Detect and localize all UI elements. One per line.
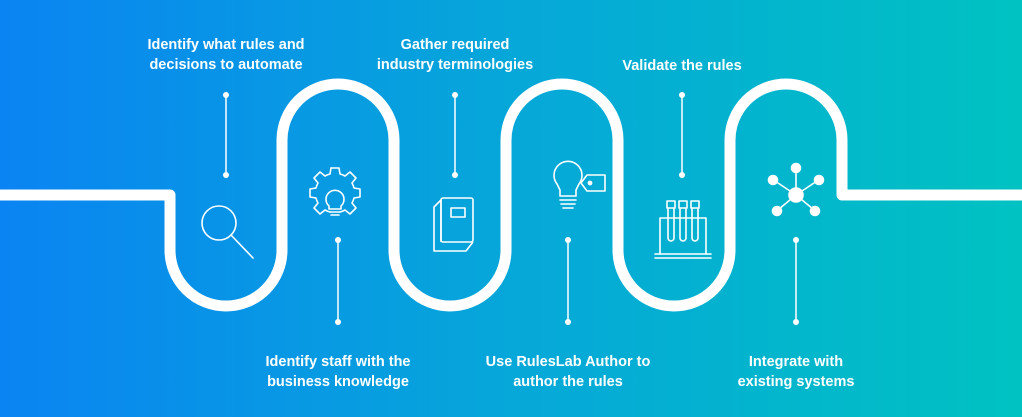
step-5-label: Validate the rules xyxy=(562,56,802,76)
step-4-line-2: author the rules xyxy=(513,374,623,390)
step-1-line-2: decisions to automate xyxy=(149,57,303,73)
connector-step-6 xyxy=(793,237,799,325)
connector-step-3 xyxy=(452,92,458,178)
step-5-line-1: Validate the rules xyxy=(622,58,742,74)
lightbulb-tag-icon xyxy=(553,160,606,209)
winding-path xyxy=(0,78,1022,312)
network-hub-icon xyxy=(767,162,825,217)
step-3-line-2: industry terminologies xyxy=(376,57,534,73)
step-6-label: Integrate with existing systems xyxy=(676,352,916,392)
step-4-label: Use RulesLab Author to author the rules xyxy=(448,352,688,392)
connector-step-1 xyxy=(223,92,229,178)
step-4-suffix: Author to xyxy=(581,354,651,370)
step-6-line-1: Integrate with xyxy=(748,354,844,370)
book-icon xyxy=(433,197,474,252)
step-2-label: Identify staff with the business knowled… xyxy=(218,352,458,392)
step-3-label: Gather required industry terminologies xyxy=(335,35,575,75)
step-2-line-2: business knowledge xyxy=(267,374,409,390)
rules-lab-brand: RulesLab xyxy=(516,354,582,370)
step-6-line-2: existing systems xyxy=(737,374,855,390)
step-4-line-1: Use RulesLab Author to xyxy=(448,352,688,372)
step-4-prefix: Use xyxy=(485,354,517,370)
connector-step-2 xyxy=(335,237,341,325)
test-tubes-icon xyxy=(654,200,712,259)
step-1-label: Identify what rules and decisions to aut… xyxy=(106,35,346,75)
step-3-line-1: Gather required xyxy=(400,37,510,53)
connector-step-5 xyxy=(679,92,685,178)
step-2-line-1: Identify staff with the xyxy=(265,354,411,370)
connector-step-4 xyxy=(565,237,571,325)
step-1-line-1: Identify what rules and xyxy=(147,37,305,53)
gear-lightbulb-icon xyxy=(309,167,361,216)
magnifier-icon xyxy=(201,205,254,259)
